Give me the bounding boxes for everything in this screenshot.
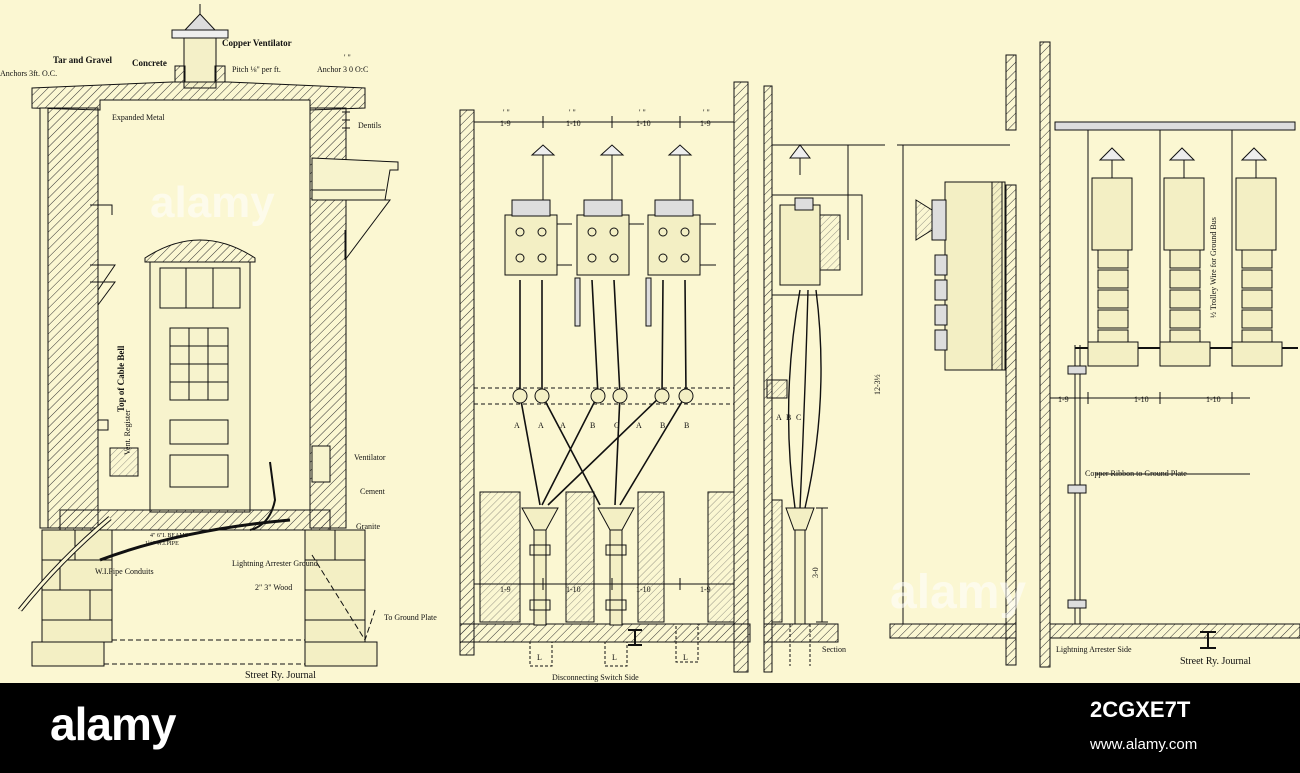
label-copper-ribbon: Copper Ribbon to Ground Plate — [1085, 469, 1187, 478]
label-pipe: 1½" W.I.PIPE — [145, 540, 179, 547]
bottom-dim-1: 1-9 — [500, 585, 511, 594]
top-dim-mark-1: ' " — [503, 108, 510, 117]
top-dim-mark-3: ' " — [639, 108, 646, 117]
substation-labels: Copper Ventilator Tar and Gravel Concret… — [0, 38, 437, 681]
l-label-1: L — [537, 653, 542, 662]
label-anchor: Anchor 3 0 O:C — [317, 65, 368, 74]
arrester-side-drawing — [889, 41, 1300, 668]
image-id: 2CGXE7T — [1090, 697, 1191, 722]
arrester-dim-1: 1-9 — [1058, 395, 1069, 404]
label-anchor-dims: ' " — [344, 53, 351, 62]
stock-footer — [0, 683, 1300, 773]
l-label-2: L — [612, 653, 617, 662]
section-drawing — [763, 85, 885, 673]
arrester-side-labels: 12-3½ ½ Trolley Wire for Ground Bus 1-9 … — [873, 217, 1251, 667]
section-height-dim: 3-0 — [811, 567, 820, 578]
switch-side-caption: Disconnecting Switch Side — [552, 673, 639, 682]
drawing-sheet: Copper Ventilator Tar and Gravel Concret… — [0, 0, 1300, 683]
phase-label-8: B — [684, 421, 689, 430]
section-phase-b: B — [786, 413, 791, 422]
phase-label-7: B — [660, 421, 665, 430]
top-dim-2: 1-10 — [566, 119, 581, 128]
site-url[interactable]: www.alamy.com — [1090, 736, 1198, 753]
phase-label-3: A — [560, 421, 566, 430]
right-height-dim: 12-3½ — [873, 374, 882, 395]
alamy-logo[interactable]: alamy — [50, 698, 176, 750]
engineering-drawing: Copper Ventilator Tar and Gravel Concret… — [0, 4, 1300, 682]
l-label-3: L — [683, 653, 688, 662]
substation-elevation — [18, 4, 399, 667]
label-dentils: Dentils — [358, 121, 381, 130]
section-caption: Section — [822, 645, 846, 654]
top-dim-3: 1-10 — [636, 119, 651, 128]
label-beams: 4" 6"I. BEAMS — [150, 533, 188, 539]
arrester-dim-2: 1-10 — [1134, 395, 1149, 404]
top-dim-1: 1-9 — [500, 119, 511, 128]
label-cement: Cement — [360, 487, 386, 496]
arrester-side-caption: Lightning Arrester Side — [1056, 645, 1132, 654]
label-vent-register: Vent. Register — [123, 409, 132, 455]
section-phase-c: C — [796, 413, 801, 422]
top-dim-4: 1-9 — [700, 119, 711, 128]
switch-side-labels: 1-9 1-10 1-10 1-9 ' " ' " ' " ' " A A A … — [500, 108, 711, 682]
label-to-ground-plate: To Ground Plate — [384, 613, 437, 622]
phase-label-1: A — [514, 421, 520, 430]
label-expanded-metal: Expanded Metal — [112, 113, 165, 122]
top-dim-mark-4: ' " — [703, 108, 710, 117]
label-tar-gravel: Tar and Gravel — [53, 55, 113, 65]
top-dim-mark-2: ' " — [569, 108, 576, 117]
bottom-dim-3: 1-10 — [636, 585, 651, 594]
bottom-dim-2: 1-10 — [566, 585, 581, 594]
bottom-dim-4: 1-9 — [700, 585, 711, 594]
label-lightning-arrester-ground: Lightning Arrester Ground — [232, 559, 318, 568]
label-ventilator: Ventilator — [354, 453, 386, 462]
label-concrete: Concrete — [132, 58, 167, 68]
phase-label-5: C — [614, 421, 619, 430]
label-wood: 2" 3" Wood — [255, 583, 292, 592]
label-trolley-wire-bus: ½ Trolley Wire for Ground Bus — [1209, 217, 1218, 318]
phase-label-4: B — [590, 421, 595, 430]
label-granite: Granite — [356, 522, 380, 531]
arrester-dim-3: 1-10 — [1206, 395, 1221, 404]
label-copper-ventilator: Copper Ventilator — [222, 38, 292, 48]
phase-label-6: A — [636, 421, 642, 430]
phase-label-2: A — [538, 421, 544, 430]
label-top-of-cable-bell: Top of Cable Bell — [116, 345, 126, 412]
label-wi-pipe-conduits: W.I.Pipe Conduits — [95, 567, 154, 576]
section-phase-a: A — [776, 413, 782, 422]
label-pitch: Pitch ⅛" per ft. — [232, 65, 281, 74]
switch-side-drawing — [459, 81, 751, 673]
label-anchors-left: Anchors 3ft. O.C. — [0, 69, 57, 78]
left-journal-caption: Street Ry. Journal — [245, 670, 316, 681]
section-labels: A B C 3-0 Section — [776, 413, 846, 654]
right-journal-caption: Street Ry. Journal — [1180, 656, 1251, 667]
